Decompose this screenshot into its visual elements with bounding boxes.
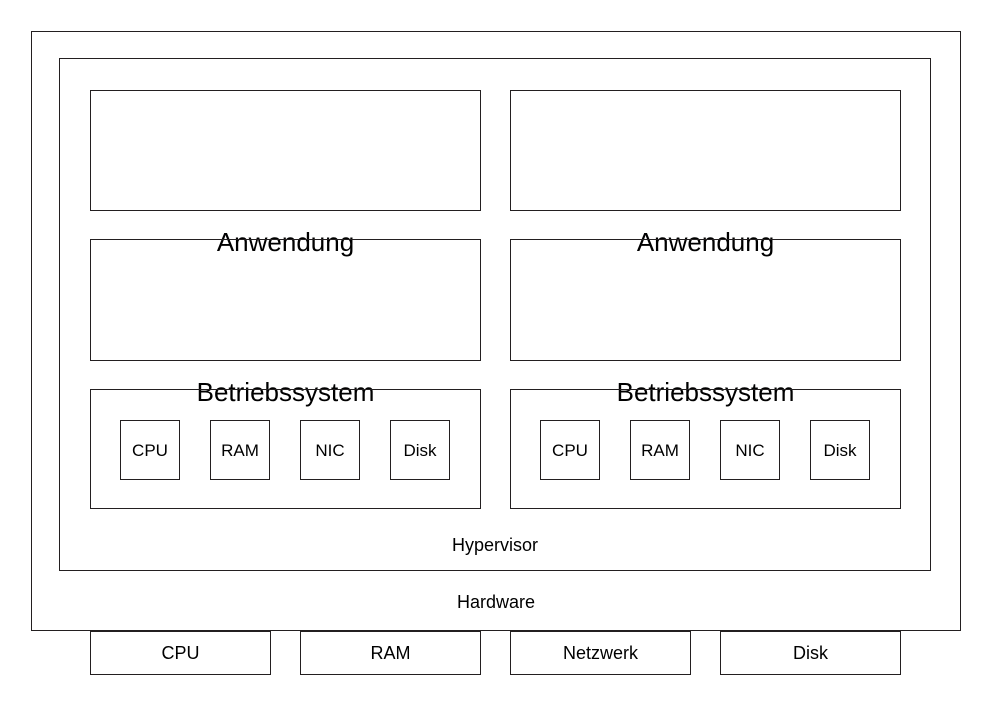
physical-hardware-box-disk — [720, 631, 901, 675]
vm-virtual-resources-box — [90, 389, 481, 509]
vm-application-label: Anwendung — [216, 227, 355, 257]
vm-resource-box-nic — [300, 420, 360, 480]
vm-application-box — [510, 90, 901, 211]
vm-operating-system-box — [90, 239, 481, 361]
virtual-machine-1: Anwendung Betriebssystem CPU RAM NIC Dis… — [90, 90, 481, 509]
vm-virtual-resources-box — [510, 389, 901, 509]
vm-application-box — [90, 90, 481, 211]
vm-resource-box-nic — [720, 420, 780, 480]
vm-operating-system-label: Betriebssystem — [196, 377, 375, 407]
vm-operating-system-label: Betriebssystem — [616, 377, 795, 407]
physical-hardware-label-disk: Disk — [793, 643, 828, 663]
vm-resource-box-ram — [210, 420, 270, 480]
hypervisor-frame-label: Hypervisor — [451, 535, 539, 555]
physical-hardware-label-cpu: CPU — [161, 643, 200, 663]
vm-resource-box-disk — [810, 420, 870, 480]
vm-resource-box-disk — [390, 420, 450, 480]
vm-operating-system-box — [510, 239, 901, 361]
vm-resource-label-disk: Disk — [823, 441, 857, 460]
vm-resource-label-nic: NIC — [315, 441, 345, 460]
hypervisor-frame — [59, 58, 931, 571]
vm-resource-label-ram: RAM — [641, 441, 679, 460]
vm-application-label: Anwendung — [636, 227, 775, 257]
hardware-frame-label: Hardware — [456, 592, 536, 612]
physical-hardware-label-ram: RAM — [370, 643, 411, 663]
vm-resource-box-cpu — [540, 420, 600, 480]
physical-hardware-box-ram — [300, 631, 481, 675]
vm-resource-label-cpu: CPU — [552, 441, 588, 460]
physical-hardware-box-netzwerk — [510, 631, 691, 675]
physical-hardware-box-cpu — [90, 631, 271, 675]
vm-resource-label-cpu: CPU — [132, 441, 168, 460]
vm-resource-label-ram: RAM — [221, 441, 259, 460]
vm-resource-box-cpu — [120, 420, 180, 480]
physical-hardware-label-netzwerk: Netzwerk — [562, 643, 638, 663]
hardware-frame — [31, 31, 961, 631]
virtual-machine-2: Anwendung Betriebssystem CPU RAM NIC Dis… — [510, 90, 901, 509]
vm-resource-label-disk: Disk — [403, 441, 437, 460]
vm-resource-box-ram — [630, 420, 690, 480]
vm-resource-label-nic: NIC — [735, 441, 765, 460]
